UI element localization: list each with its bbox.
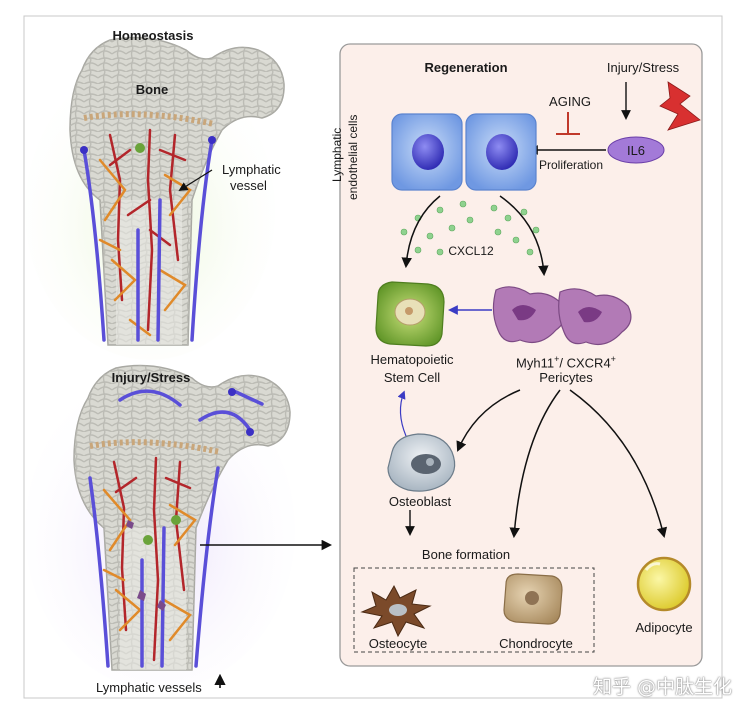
regeneration-panel	[339, 43, 703, 667]
label-regeneration: Regeneration	[424, 60, 508, 75]
pericyte-to-adipocyte-arrow	[569, 389, 668, 539]
label-cxcr4-sup: +	[610, 354, 616, 364]
lymphatic-pointer-arrow	[178, 169, 213, 191]
aging-inhibition-icon	[556, 112, 580, 135]
label-lec-1: Lymphatic	[330, 127, 344, 182]
label-myh11: Myh11	[516, 355, 555, 371]
bone-formation-box	[353, 567, 595, 653]
hematopoietic-stem-cell	[375, 281, 445, 347]
label-bone: Bone	[135, 82, 169, 97]
growth-plate	[83, 111, 215, 127]
lymphatic-endothelial-cells	[391, 113, 537, 191]
bone-homeostasis	[25, 36, 285, 360]
label-osteoblast: Osteoblast	[388, 494, 452, 509]
label-proliferation: Proliferation	[538, 158, 604, 172]
osteoblast-cell	[387, 433, 456, 492]
lightning-icon	[659, 81, 701, 131]
label-lymphatic-vessel-2: vessel	[230, 178, 267, 193]
chondrocyte-cell	[503, 573, 563, 625]
label-pericytes: Pericytes	[539, 370, 593, 385]
osteoblast-to-hsc-arrow	[397, 390, 407, 437]
figure-frame	[23, 15, 723, 699]
il6-molecule	[607, 136, 665, 164]
pericyte-to-osteoblast-arrow	[456, 389, 521, 452]
osteocyte-cell	[360, 584, 432, 638]
label-hsc-2: Stem Cell	[383, 370, 441, 385]
label-cxcl12: CXCL12	[448, 244, 494, 258]
lec-to-hsc-arrow	[401, 195, 441, 269]
label-osteocyte: Osteocyte	[368, 636, 428, 651]
label-lymphatic-vessels-up: Lymphatic vessels	[96, 680, 202, 695]
label-homeostasis: Homeostasis	[112, 28, 194, 43]
lec-to-pericyte-arrow	[499, 195, 549, 277]
label-adipocyte: Adipocyte	[635, 620, 693, 635]
label-injury-stress-right: Injury/Stress	[606, 60, 680, 75]
cxcl12-dots	[400, 200, 540, 256]
pericyte-to-chondrocyte-arrow	[509, 389, 561, 539]
label-pericyte-markers: Myh11+/ CXCR4+	[516, 352, 616, 370]
label-il6: IL6	[626, 143, 646, 158]
pericytes-cells	[492, 286, 632, 345]
label-myh11-sup: +	[554, 354, 560, 364]
label-lec-2: endothelial cells	[346, 114, 360, 200]
adipocyte-cell	[636, 556, 692, 612]
label-cxcr4: / CXCR4	[559, 355, 611, 371]
label-bone-formation: Bone formation	[421, 547, 511, 562]
bone-injury	[25, 364, 295, 690]
label-hsc-1: Hematopoietic	[370, 352, 454, 367]
watermark: 知乎 @中肽生化	[592, 676, 732, 698]
label-aging: AGING	[549, 94, 591, 109]
label-lymphatic-vessel-1: Lymphatic	[222, 162, 281, 177]
label-chondrocyte: Chondrocyte	[499, 636, 573, 651]
label-injury-stress-left: Injury/Stress	[111, 370, 191, 385]
